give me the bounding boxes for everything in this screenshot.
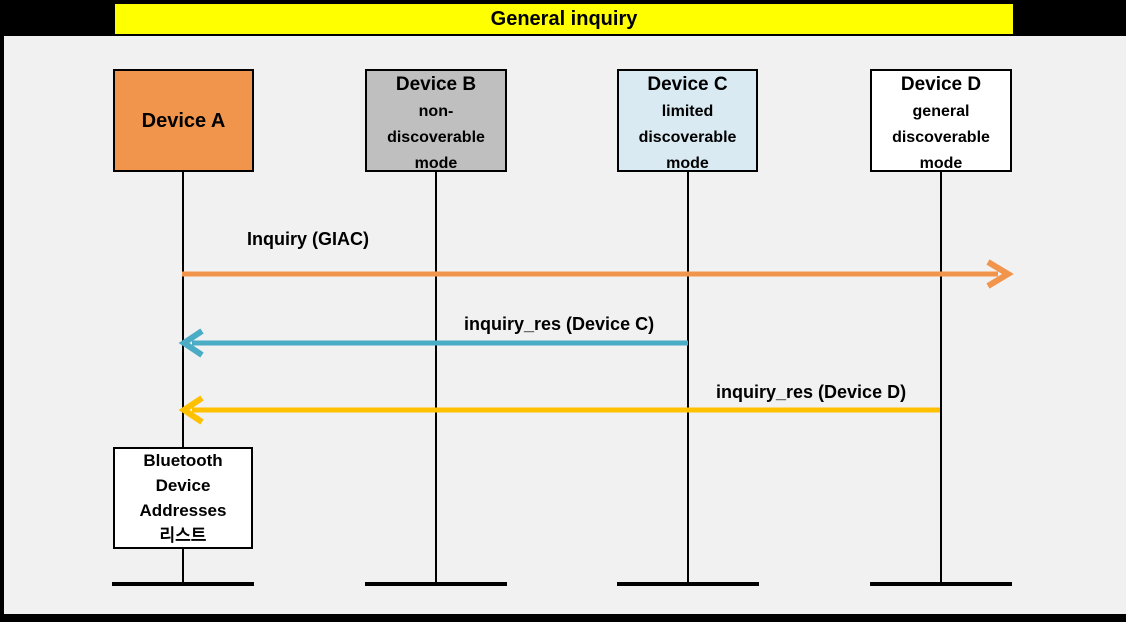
lifeline-device-b [435,172,437,584]
bluetooth-device-addresses-text: Bluetooth Device Addresses 리스트 [139,451,227,545]
bluetooth-device-addresses-box: Bluetooth Device Addresses 리스트 [113,447,253,549]
lifeline-device-a [182,172,184,584]
device-d-name: Device D [900,74,982,95]
device-a-name: Device A [141,109,226,132]
device-b-box: Device B non- discoverable mode [365,69,507,172]
lifeline-end-device-b [365,582,507,586]
lifeline-end-device-c [617,582,759,586]
device-c-name: Device C [647,74,728,95]
device-c-box: Device C limited discoverable mode [617,69,758,172]
lifeline-end-device-d [870,582,1012,586]
device-d-box: Device D general discoverable mode [870,69,1012,172]
message-label-inquiry-res-device-c: inquiry_res (Device C) [464,314,655,334]
device-b-name: Device B [395,74,477,95]
message-label-inquiry-res-device-d: inquiry_res (Device D) [716,382,907,402]
device-c-mode: limited discoverable mode [638,103,737,172]
message-label-inquiry-giac: Inquiry (GIAC) [247,229,369,249]
diagram-title: General inquiry [490,7,638,30]
device-b-mode: non- discoverable mode [387,103,485,172]
title-bar: General inquiry [115,4,1013,34]
lifeline-device-d [940,172,942,584]
lifeline-device-c [687,172,689,584]
lifeline-end-device-a [112,582,254,586]
device-a-box: Device A [113,69,254,172]
device-d-mode: general discoverable mode [892,103,990,172]
